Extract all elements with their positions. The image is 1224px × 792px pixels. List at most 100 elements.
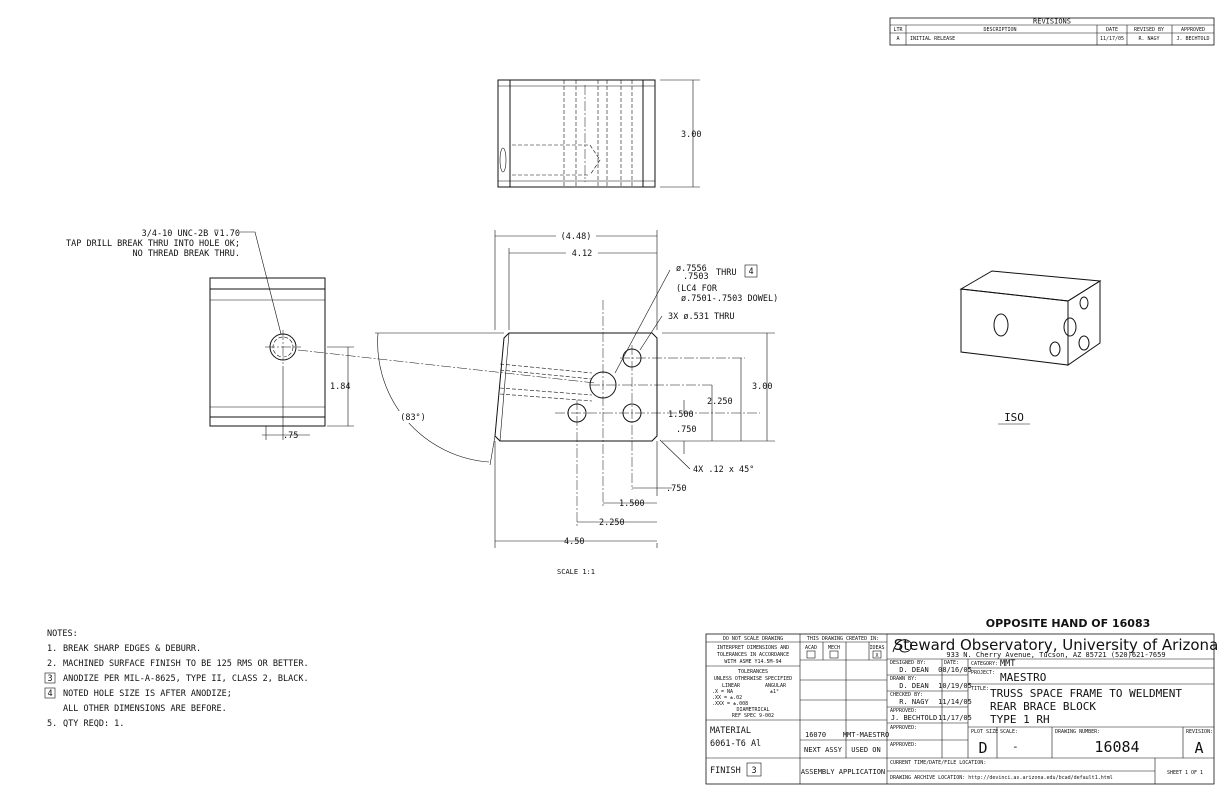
revision-label: REVISION: [1186,729,1213,735]
revisions-block: REVISIONS LTR DESCRIPTION DATE REVISED B… [889,18,1215,46]
designed-by: D. DEAN [899,666,929,674]
org-logo-icon [892,639,913,653]
lc4-line1: (LC4 FOR [676,284,718,294]
front-callouts: ø.7556 .7503 THRU 4 (LC4 FOR ø.7501-.750… [668,264,778,475]
note-4-num: 4 [47,689,52,699]
dim-750-horizontal: .750 [666,484,686,494]
ideas-check-mark: X [875,653,878,659]
dowel-dia-sub: .7503 [683,272,709,282]
front-view: (4.48) 4.12 3.00 2.250 1.500 .750 .750 1… [375,230,775,548]
designed-by-label: DESIGNED BY: [890,660,926,666]
interpret-line1: INTERPRET DIMENSIONS AND [717,645,789,651]
iso-view: ISO [959,270,1102,425]
plot-size-label: PLOT SIZE [971,729,998,735]
dim-top-height: 3.00 [681,130,701,140]
dim-2250-horizontal: 2.250 [599,518,625,528]
drawn-by-label: DRAWN BY: [890,676,917,682]
checked-by-label: CHECKED BY: [890,692,923,698]
scale-field-value: - [1012,740,1019,753]
dim-412: 4.12 [572,249,592,259]
dim-300-front: 3.00 [752,382,772,392]
note-1-text: BREAK SHARP EDGES & DEBURR. [63,644,201,654]
rev-header-description: DESCRIPTION [983,27,1016,33]
note-2-text: MACHINED SURFACE FINISH TO BE 125 RMS OR… [63,659,309,669]
dowel-note-ref: 4 [748,267,753,277]
cad-mech: MECH [828,645,840,651]
org-name: Steward Observatory, University of Arizo… [894,636,1219,654]
cad-ideas: IDEAS [869,645,884,651]
rev-row-revised-by: R. NAGY [1138,36,1159,42]
note-1-num: 1. [47,644,57,654]
dim-075: .75 [283,431,298,441]
tap-callout: 3/4-10 UNC-2B ⊽1.70 TAP DRILL BREAK THRU… [66,229,240,259]
rev-row-ltr: A [896,36,899,42]
approved-label-2: APPROVED: [890,725,917,731]
dim-2250-vertical: 2.250 [707,397,733,407]
next-assy-number: 16070 [805,731,826,739]
rev-header-ltr: LTR [893,27,903,33]
tol-x: .X = NA [712,689,733,695]
tol-ref-spec: REF SPEC 9-002 [732,713,774,719]
next-assy-label: NEXT ASSY [804,746,843,754]
assembly-application: ASSEMBLY APPLICATION [801,768,885,776]
tap-callout-line3: NO THREAD BREAK THRU. [133,249,240,259]
interpret-line2: TOLERANCES IN ACCORDANCE [717,652,789,658]
date-label: DATE: [944,660,959,666]
lc4-line2: ø.7501-.7503 DOWEL) [681,294,778,304]
acad-checkbox [806,650,816,659]
material-label: MATERIAL [710,726,751,736]
iso-label: ISO [1004,411,1024,424]
sheet-number: SHEET 1 OF 1 [1167,770,1203,776]
opposite-hand-label: OPPOSITE HAND OF 16083 [986,617,1151,630]
note-2-num: 2. [47,659,57,669]
dim-83-angle: (83°) [400,413,426,423]
checked-date: 11/14/05 [938,698,972,706]
tol-xx: .XX = ±.02 [712,695,742,701]
dim-448: (4.48) [561,232,592,242]
designed-date: 08/16/05 [938,666,972,674]
notes-title: NOTES: [47,629,78,639]
rev-header-approved: APPROVED [1181,27,1205,33]
top-view: 3.00 [497,79,701,188]
project-label: PROJECT: [971,670,995,676]
title-line2: REAR BRACE BLOCK [990,700,1096,713]
used-on-label: USED ON [851,746,881,754]
side-view: 1.84 .75 [209,231,596,441]
tolerances-unless: UNLESS OTHERWISE SPECIFIED [714,676,792,682]
dowel-thru: THRU [716,268,736,278]
title-label: TITLE: [971,686,989,692]
note-5-text: QTY REQD: 1. [63,719,124,729]
drawing-number: 16084 [1094,738,1139,756]
org-address: 933 N. Cherry Avenue, Tucson, AZ 85721 (… [946,651,1165,659]
ideas-checkbox [872,650,882,659]
dim-1500-horizontal: 1.500 [619,499,645,509]
drawing-number-label: DRAWING NUMBER: [1055,729,1100,735]
scale-field-label: SCALE: [1000,729,1018,735]
project-value: MAESTRO [1000,671,1046,684]
archive-location: DRAWING ARCHIVE LOCATION: http://devinci… [890,775,1113,781]
note-3-num: 3 [47,674,52,684]
note-5-num: 5. [47,719,57,729]
revision-value: A [1194,739,1203,757]
rev-row-description: INITIAL RELEASE [910,36,955,42]
tol-diametrical: DIAMETRICAL [736,707,769,713]
tol-xxx: .XXX = ±.008 [712,701,748,707]
title-block: DO NOT SCALE DRAWING INTERPRET DIMENSION… [705,633,1219,785]
used-on-value: MMT-MAESTRO [843,731,889,739]
rev-header-revised-by: REVISED BY [1134,27,1164,33]
finish-note-ref: 3 [751,766,756,776]
dim-750-vertical: .750 [676,425,696,435]
revisions-title: REVISIONS [1033,18,1071,26]
holes-callout: 3X ø.531 THRU [668,312,735,322]
dim-1500-vertical: 1.500 [668,410,694,420]
approved-by: J. BECHTOLD [891,714,937,722]
rev-row-approved: J. BECHTOLD [1176,36,1209,42]
approved-date: 11/17/05 [938,714,972,722]
category-value: MMT [1000,659,1015,669]
dowel-dia-main: ø.7556 [676,264,707,274]
current-file-label: CURRENT TIME/DATE/FILE LOCATION: [890,760,986,766]
do-not-scale: DO NOT SCALE DRAWING [723,636,783,642]
dim-184: 1.84 [330,382,350,392]
finish-label: FINISH [710,766,741,776]
